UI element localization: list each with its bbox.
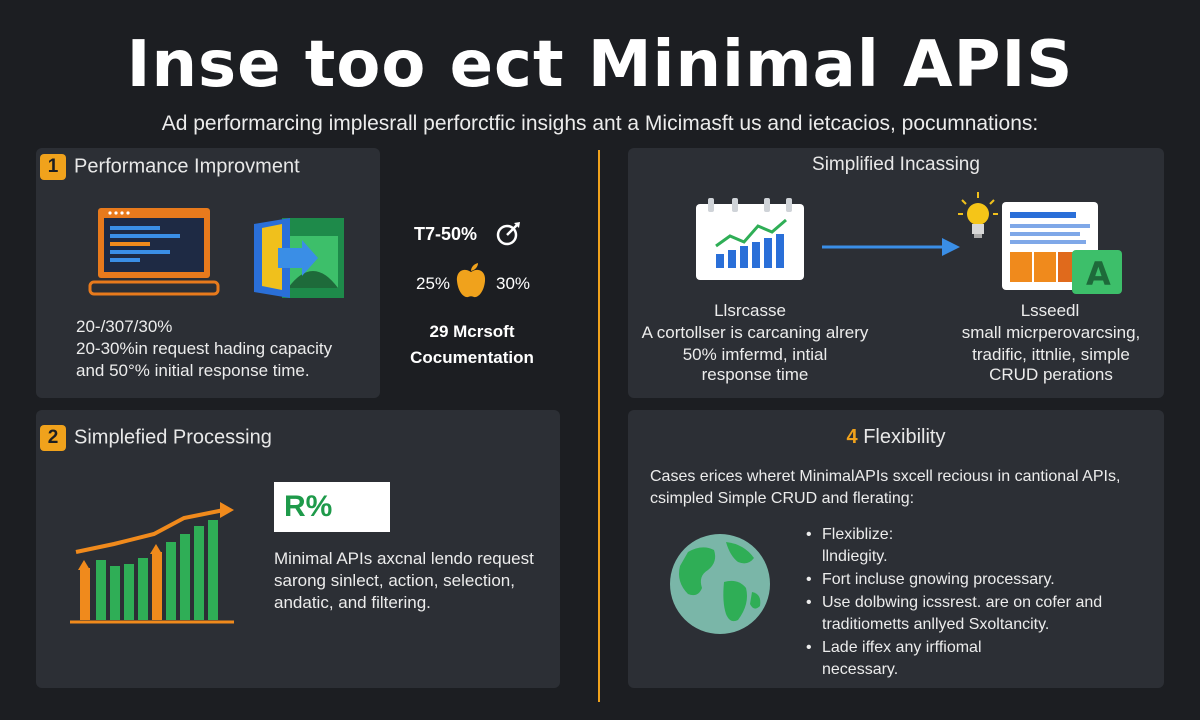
panel-flexibility-title: Flexibility	[863, 426, 946, 448]
flex-intro-line1: Cases erices wheret MinimalAPIs sxcell r…	[650, 468, 1121, 485]
processing-line3: andatic, and filtering.	[274, 593, 431, 612]
panel-flexibility-heading: 4 Flexibility	[628, 426, 1164, 449]
incassing-right-line3: CRUD perations	[989, 365, 1113, 384]
incassing-right-line2: tradific, ittnlie, simple	[972, 345, 1130, 364]
processing-line2: sarong sinlect, action, selection,	[274, 571, 515, 590]
bar-chart-growth-icon	[70, 502, 234, 624]
percent-badge: R%	[274, 482, 390, 532]
incassing-right-line1: small micrperovarcsing,	[961, 323, 1141, 342]
list-item: Flexiblize:llndiegity.	[806, 524, 1102, 568]
globe-icon	[670, 534, 770, 634]
perf-stat-line3: and 50°% initial response time.	[76, 361, 310, 380]
section-number-badge: 1	[40, 154, 66, 180]
incassing-left-line1: A cortollser is carcaning alrery	[641, 323, 869, 342]
processing-line1: Minimal APIs axcnal lendo request	[274, 549, 534, 568]
laptop-code-icon	[88, 208, 220, 296]
arrow-right-icon	[822, 238, 960, 256]
metric-b-right-text: 30%	[496, 274, 531, 293]
panel-processing-title: Simplefied Processing	[74, 426, 272, 449]
gauge-icon	[496, 222, 520, 246]
list-item: Fort incluse gnowing processary.	[806, 569, 1102, 591]
list-item: Use dolbwing icssrest. are on cofer andt…	[806, 592, 1102, 636]
calendar-chart-icon	[696, 198, 804, 280]
apple-icon	[456, 263, 486, 298]
panel-processing-heading: 2 Simplefied Processing	[40, 425, 272, 451]
source-line1: 29 Mcrsoft	[429, 322, 515, 341]
center-divider	[598, 150, 600, 702]
panel-simplefied-processing	[36, 410, 560, 688]
lightbulb-icon	[958, 192, 998, 238]
incassing-right-title: Lsseedl	[1020, 301, 1080, 320]
perf-stat-line1: 20-/307/30%	[76, 317, 173, 336]
incassing-left-line2: 50% imfermd, intial	[682, 345, 828, 364]
metric-b-left-text: 25%	[416, 274, 451, 293]
door-arrow-icon	[254, 218, 344, 298]
incassing-left-line3: response time	[701, 365, 809, 384]
flex-intro-line2: csimpled Simple CRUD and flerating:	[650, 490, 915, 507]
flexibility-bullets: Flexiblize:llndiegity. Fort incluse gnow…	[806, 524, 1102, 682]
panel-performance-heading: 1 Performance Improvment	[40, 154, 300, 180]
svg-text:A: A	[1086, 255, 1111, 293]
incassing-left-title: Llsrcasse	[714, 301, 786, 320]
page-title: Inse too ect Minimal APIS	[126, 28, 1074, 102]
metric-a-text: T7-50%	[414, 224, 478, 244]
section-number-badge: 2	[40, 425, 66, 451]
panel-performance-title: Performance Improvment	[74, 155, 300, 178]
page-subtitle: Ad performarcing implesrall perforctfic …	[161, 112, 1039, 135]
section-number-label: 4	[846, 426, 858, 448]
document-a-icon: A	[1002, 202, 1122, 294]
source-line2: Cocumentation	[410, 348, 534, 367]
perf-stat-line2: 20-30%in request hading capacity	[76, 339, 333, 358]
panel-incassing-title: Simplified Incassing	[812, 154, 980, 175]
